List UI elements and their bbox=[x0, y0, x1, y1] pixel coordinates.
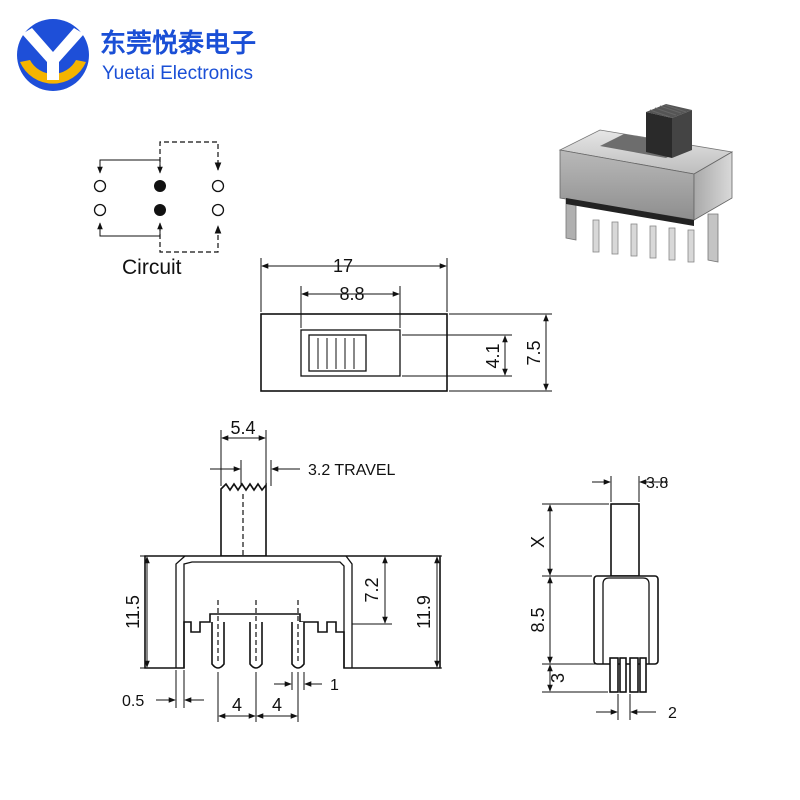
brand-name-en: Yuetai Electronics bbox=[102, 63, 253, 84]
dim-height-11-5: 11.5 bbox=[123, 595, 143, 629]
dim-thickness-0-5: 0.5 bbox=[122, 693, 144, 710]
product-photo bbox=[558, 104, 734, 263]
dim-travel-3-2: 3.2 TRAVEL bbox=[308, 462, 396, 479]
dim-width-7-5: 7.5 bbox=[524, 340, 544, 365]
brand-name-cn: 东莞悦泰电子 bbox=[100, 28, 256, 59]
dim-pitch-4-first: 4 bbox=[232, 695, 242, 715]
dim-height-11-9: 11.9 bbox=[414, 595, 434, 629]
dim-actuator-x: X bbox=[528, 536, 548, 548]
end-view-drawing bbox=[542, 476, 668, 720]
circuit-label: Circuit bbox=[122, 256, 182, 279]
dim-actuator-5-4: 5.4 bbox=[230, 418, 255, 438]
dim-body-7-2: 7.2 bbox=[362, 577, 382, 602]
dim-slot-8-8: 8.8 bbox=[339, 284, 364, 304]
brand-logo bbox=[17, 19, 89, 91]
dim-pitch-4-second: 4 bbox=[272, 695, 282, 715]
circuit-schematic bbox=[93, 141, 225, 253]
dim-pin-3: 3 bbox=[548, 673, 568, 683]
dim-spacing-2: 2 bbox=[668, 705, 677, 722]
dim-pin-1: 1 bbox=[330, 677, 339, 694]
top-view-drawing bbox=[260, 258, 552, 392]
dim-actuator-3-8: 3.8 bbox=[646, 475, 668, 492]
dim-actuator-4-1: 4.1 bbox=[483, 343, 503, 368]
dim-length-17: 17 bbox=[333, 256, 353, 276]
side-view-drawing bbox=[140, 430, 442, 722]
dim-body-8-5: 8.5 bbox=[528, 607, 548, 632]
